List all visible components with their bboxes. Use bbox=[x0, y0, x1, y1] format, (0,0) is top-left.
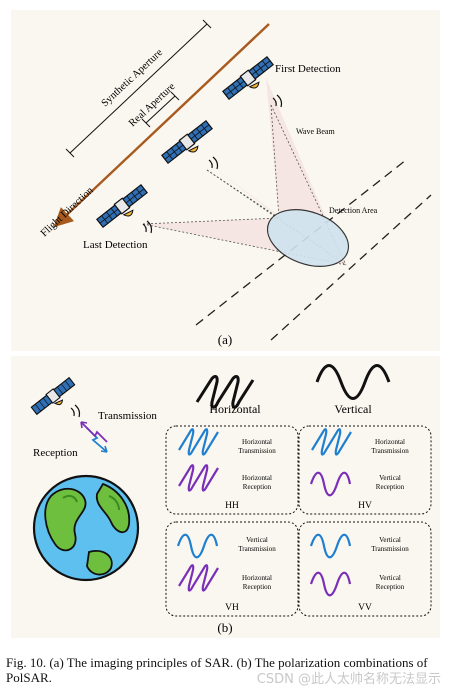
box-tx-line2: Transmission bbox=[238, 545, 276, 553]
polarization-box-vh: Vertical Transmission Horizontal Recepti… bbox=[165, 521, 299, 617]
vertical-wave-icon bbox=[176, 533, 219, 559]
vertical-wave-icon bbox=[309, 571, 352, 597]
watermark: CSDN @此人太帅名称无法显示 bbox=[256, 672, 441, 687]
box-tx-line2: Transmission bbox=[371, 545, 409, 553]
detection-area-ellipse bbox=[266, 209, 350, 267]
box-rx-line1: Horizontal bbox=[242, 474, 272, 482]
detection-area-label: Detection Area bbox=[329, 206, 378, 215]
box-rx-line2: Reception bbox=[243, 583, 272, 591]
earth-icon bbox=[32, 474, 140, 582]
box-code: HH bbox=[225, 501, 239, 511]
box-tx-line1: Vertical bbox=[246, 536, 268, 544]
real-aperture-label: Real Aperture bbox=[127, 81, 178, 129]
sar-imaging-diagram: Synthetic Aperture Real Aperture Flight … bbox=[39, 19, 432, 347]
box-rx-line1: Vertical bbox=[379, 474, 401, 482]
transmission-label: Transmission bbox=[98, 410, 157, 422]
signal-waves-icon bbox=[70, 404, 81, 418]
flight-direction-arrow bbox=[53, 23, 270, 228]
polarization-box-hv: Horizontal Transmission Vertical Recepti… bbox=[298, 425, 432, 515]
box-code: VV bbox=[358, 603, 372, 613]
box-rx-line2: Reception bbox=[376, 583, 405, 591]
panel-b-polarization: Transmission Reception Horizontal Vertic… bbox=[11, 356, 440, 638]
box-code: HV bbox=[358, 501, 372, 511]
flight-direction-label: Flight Direction bbox=[39, 185, 96, 240]
real-aperture-bracket bbox=[145, 95, 176, 124]
reception-lightning-icon bbox=[80, 421, 108, 443]
first-detection-label: First Detection bbox=[275, 63, 341, 75]
box-tx-line2: Transmission bbox=[371, 447, 409, 455]
box-rx-line1: Vertical bbox=[379, 574, 401, 582]
vertical-wave-icon bbox=[309, 533, 352, 559]
horizontal-wave-icon bbox=[178, 464, 219, 492]
reception-label: Reception bbox=[33, 447, 78, 459]
horizontal-wave-icon bbox=[178, 428, 219, 456]
box-tx-line2: Transmission bbox=[238, 447, 276, 455]
satellite-icon-last bbox=[95, 183, 153, 234]
box-rx-line2: Reception bbox=[243, 483, 272, 491]
synthetic-aperture-bracket bbox=[69, 23, 208, 154]
polarization-diagram: Transmission Reception Horizontal Vertic… bbox=[30, 364, 432, 635]
horizontal-wave-icon bbox=[178, 564, 219, 592]
panel-a-sar-imaging: Synthetic Aperture Real Aperture Flight … bbox=[11, 10, 440, 351]
swath-edge-far bbox=[270, 194, 432, 341]
wave-beam-label: Wave Beam bbox=[296, 127, 335, 136]
box-tx-line1: Vertical bbox=[379, 536, 401, 544]
panel-a-sublabel: (a) bbox=[218, 332, 232, 347]
satellite-icon-middle bbox=[160, 119, 218, 170]
horizontal-label: Horizontal bbox=[209, 402, 261, 416]
polarization-box-hh: Horizontal Transmission Horizontal Recep… bbox=[165, 425, 299, 515]
figure-caption: Fig. 10. (a) The imaging principles of S… bbox=[6, 655, 428, 685]
vertical-wave-icon bbox=[315, 364, 391, 400]
signal-waves-icon bbox=[272, 94, 283, 108]
signal-waves-icon bbox=[208, 156, 219, 170]
last-detection-label: Last Detection bbox=[83, 239, 148, 251]
horizontal-wave-icon bbox=[195, 375, 255, 409]
box-tx-line1: Horizontal bbox=[375, 438, 405, 446]
vertical-label: Vertical bbox=[334, 402, 372, 416]
vertical-wave-icon bbox=[309, 471, 352, 497]
polarization-box-vv: Vertical Transmission Vertical Reception… bbox=[298, 521, 432, 617]
horizontal-wave-icon bbox=[311, 428, 352, 456]
box-rx-line2: Reception bbox=[376, 483, 405, 491]
box-rx-line1: Horizontal bbox=[242, 574, 272, 582]
panel-b-sublabel: (b) bbox=[217, 620, 232, 635]
satellite-icon-polsar bbox=[30, 376, 80, 421]
signal-waves-icon bbox=[142, 220, 153, 234]
box-code: VH bbox=[225, 603, 239, 613]
box-tx-line1: Horizontal bbox=[242, 438, 272, 446]
